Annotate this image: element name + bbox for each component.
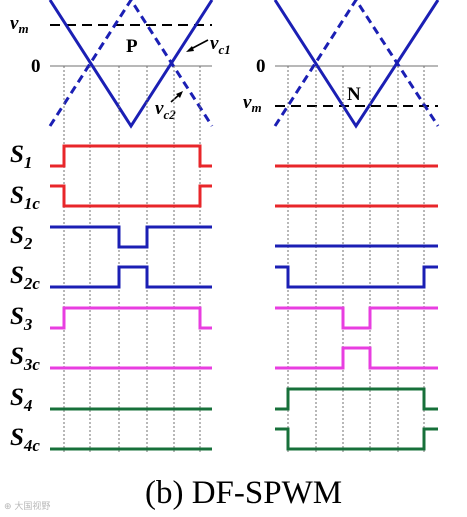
vc1-label: vc1 bbox=[210, 33, 231, 57]
signal-labels: S1 S1c S2 S2c S3 S3c S4 S4c bbox=[10, 141, 40, 455]
right-switching-waveforms bbox=[275, 164, 438, 451]
wave-left-s3 bbox=[50, 306, 212, 330]
left-region-p-label: P bbox=[126, 36, 138, 57]
wave-left-s1 bbox=[50, 144, 212, 168]
right-zero-label: 0 bbox=[256, 56, 266, 77]
left-zero-label: 0 bbox=[31, 56, 41, 77]
wave-right-s3 bbox=[275, 306, 438, 330]
signal-label-s1: S1 bbox=[10, 141, 32, 172]
signal-label-s2c: S2c bbox=[10, 262, 40, 293]
vc2-label: vc2 bbox=[155, 98, 176, 122]
wave-left-s2c bbox=[50, 265, 212, 289]
right-carrier-panel: 0 vm N bbox=[243, 0, 440, 129]
signal-label-s3: S3 bbox=[10, 303, 33, 334]
wave-right-s4 bbox=[275, 387, 438, 411]
vc1-arrowhead bbox=[186, 46, 194, 52]
left-vm-label: vm bbox=[10, 13, 29, 36]
signal-label-s1c: S1c bbox=[10, 182, 40, 213]
left-carrier-vc2-dashed bbox=[48, 0, 214, 127]
wave-right-s2c bbox=[275, 265, 438, 289]
wave-left-s2 bbox=[50, 225, 212, 249]
right-region-n-label: N bbox=[347, 84, 361, 105]
watermark: ⊕ 大国视野 bbox=[4, 502, 51, 512]
signal-label-s4c: S4c bbox=[10, 424, 40, 455]
signal-label-s4: S4 bbox=[10, 384, 32, 415]
left-switching-waveforms bbox=[50, 144, 212, 451]
figure-caption: (b) DF-SPWM bbox=[145, 475, 342, 511]
wave-right-s4c bbox=[275, 427, 438, 451]
right-carrier-vc1-solid bbox=[273, 0, 440, 129]
right-vm-label: vm bbox=[243, 92, 262, 115]
right-carrier-vc2-dashed bbox=[273, 0, 440, 127]
vc2-arrowhead bbox=[176, 91, 183, 98]
left-carrier-panel: vm 0 P vc1 vc2 bbox=[10, 0, 231, 129]
signal-label-s3c: S3c bbox=[10, 343, 40, 374]
left-carrier-vc1-solid bbox=[48, 0, 214, 129]
timing-guides bbox=[63, 66, 425, 452]
signal-label-s2: S2 bbox=[10, 222, 33, 253]
wave-right-s3c bbox=[275, 346, 438, 370]
wave-left-s1c bbox=[50, 184, 212, 208]
